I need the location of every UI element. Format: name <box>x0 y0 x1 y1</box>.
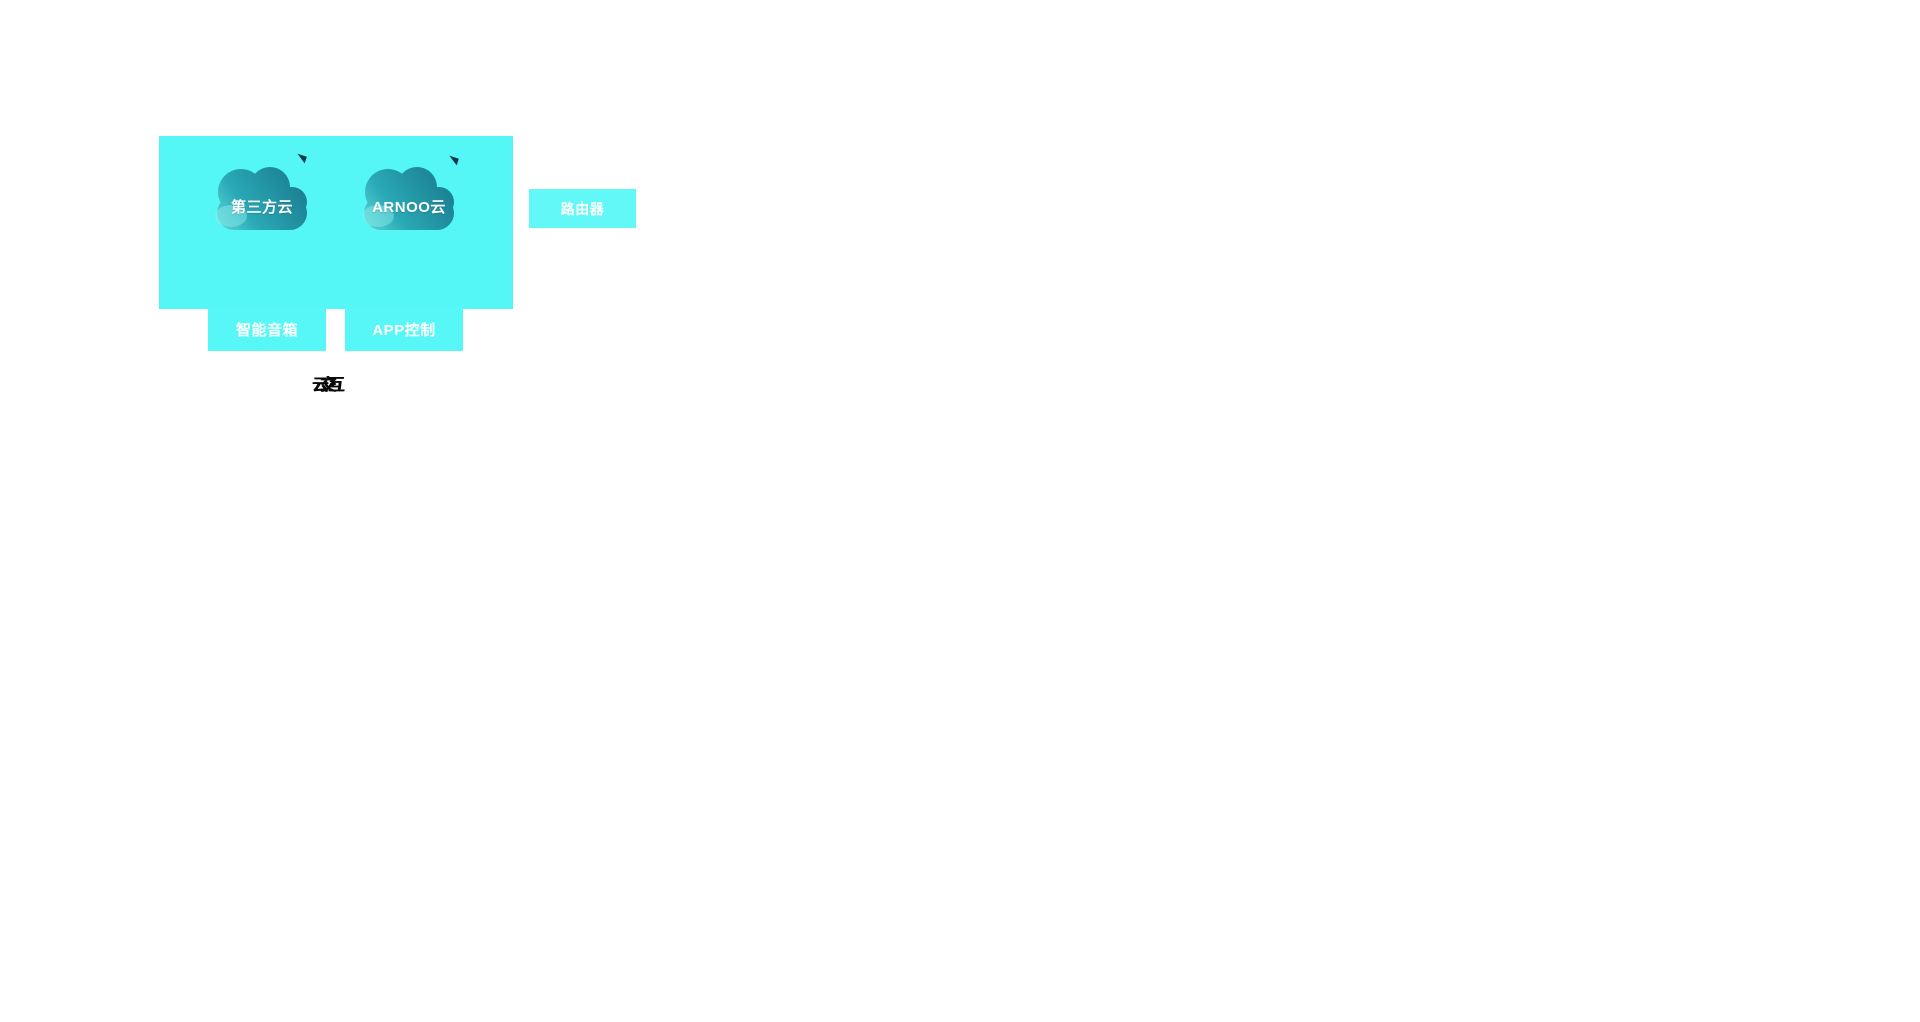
cloud-shape-icon <box>362 167 454 230</box>
third-party-cloud-node: 第三方云 <box>207 152 317 234</box>
arnoo-cloud-node: ARNOO云 <box>354 152 464 234</box>
app-control-node: APP控制 <box>345 307 463 351</box>
arnoo-cloud-label: ARNOO云 <box>372 199 446 216</box>
third-party-cloud-label: 第三方云 <box>230 199 293 216</box>
cloud-shape-icon <box>215 167 307 230</box>
section-title: 云交互 <box>312 377 344 394</box>
router-node: 路由器 <box>529 189 636 228</box>
cloud-backdrop-panel <box>159 136 513 309</box>
smart-speaker-node: 智能音箱 <box>208 307 326 351</box>
